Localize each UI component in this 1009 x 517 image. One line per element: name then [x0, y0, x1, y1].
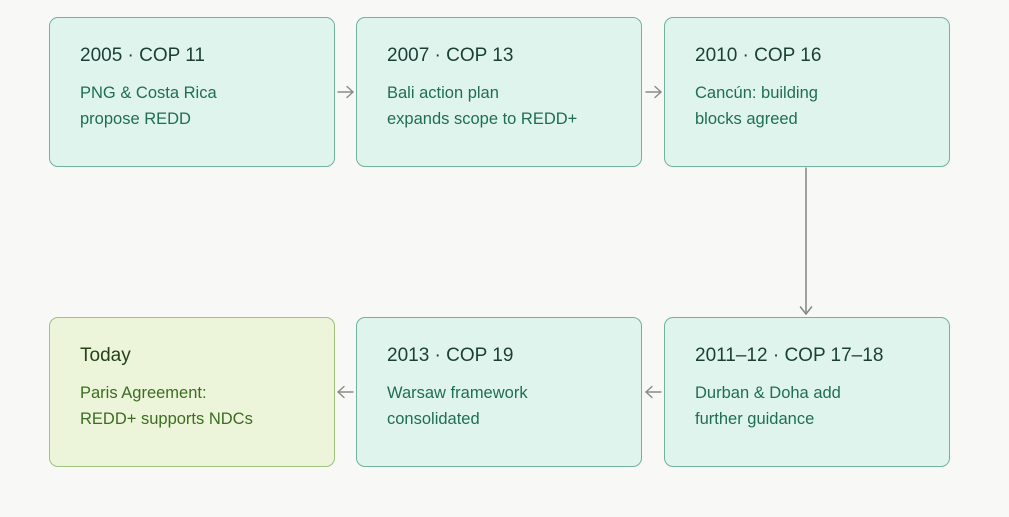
milestone-description-line: consolidated: [387, 410, 480, 428]
milestone-title: 2007 · COP 13: [387, 45, 514, 66]
milestone-description-line: Bali action plan: [387, 84, 499, 102]
milestone-description-line: PNG & Costa Rica: [80, 84, 217, 102]
arrow-2010-to-2011: [799, 167, 813, 315]
milestone-description-line: blocks agreed: [695, 110, 798, 128]
milestone-description: Cancún: building blocks agreed: [695, 80, 949, 132]
milestone-description: Durban & Doha add further guidance: [695, 380, 949, 432]
milestone-description-line: Warsaw framework: [387, 384, 528, 402]
milestone-description: Bali action plan expands scope to REDD+: [387, 80, 641, 132]
milestone-2005: 2005 · COP 11 PNG & Costa Rica propose R…: [49, 17, 335, 167]
milestone-description: Paris Agreement: REDD+ supports NDCs: [80, 380, 334, 432]
milestone-description-line: Cancún: building: [695, 84, 818, 102]
milestone-description: Warsaw framework consolidated: [387, 380, 641, 432]
milestone-description: PNG & Costa Rica propose REDD: [80, 80, 334, 132]
arrow-2005-to-2007: [337, 85, 354, 99]
milestone-title: 2005 · COP 11: [80, 45, 205, 66]
milestone-description-line: expands scope to REDD+: [387, 110, 578, 128]
milestone-2013: 2013 · COP 19 Warsaw framework consolida…: [356, 317, 642, 467]
milestone-title: 2011–12 · COP 17–18: [695, 345, 884, 366]
milestone-title: 2013 · COP 19: [387, 345, 514, 366]
arrow-2007-to-2010: [645, 85, 662, 99]
milestone-today: Today Paris Agreement: REDD+ supports ND…: [49, 317, 335, 467]
milestone-description-line: Durban & Doha add: [695, 384, 841, 402]
arrow-2011-to-2013: [645, 385, 662, 399]
milestone-2007: 2007 · COP 13 Bali action plan expands s…: [356, 17, 642, 167]
milestone-title: 2010 · COP 16: [695, 45, 822, 66]
milestone-title: Today: [80, 345, 131, 366]
milestone-2010: 2010 · COP 16 Cancún: building blocks ag…: [664, 17, 950, 167]
arrow-2013-to-today: [337, 385, 354, 399]
milestone-description-line: Paris Agreement:: [80, 384, 207, 402]
milestone-2011-12: 2011–12 · COP 17–18 Durban & Doha add fu…: [664, 317, 950, 467]
milestone-description-line: propose REDD: [80, 110, 191, 128]
milestone-description-line: further guidance: [695, 410, 815, 428]
milestone-description-line: REDD+ supports NDCs: [80, 410, 253, 428]
